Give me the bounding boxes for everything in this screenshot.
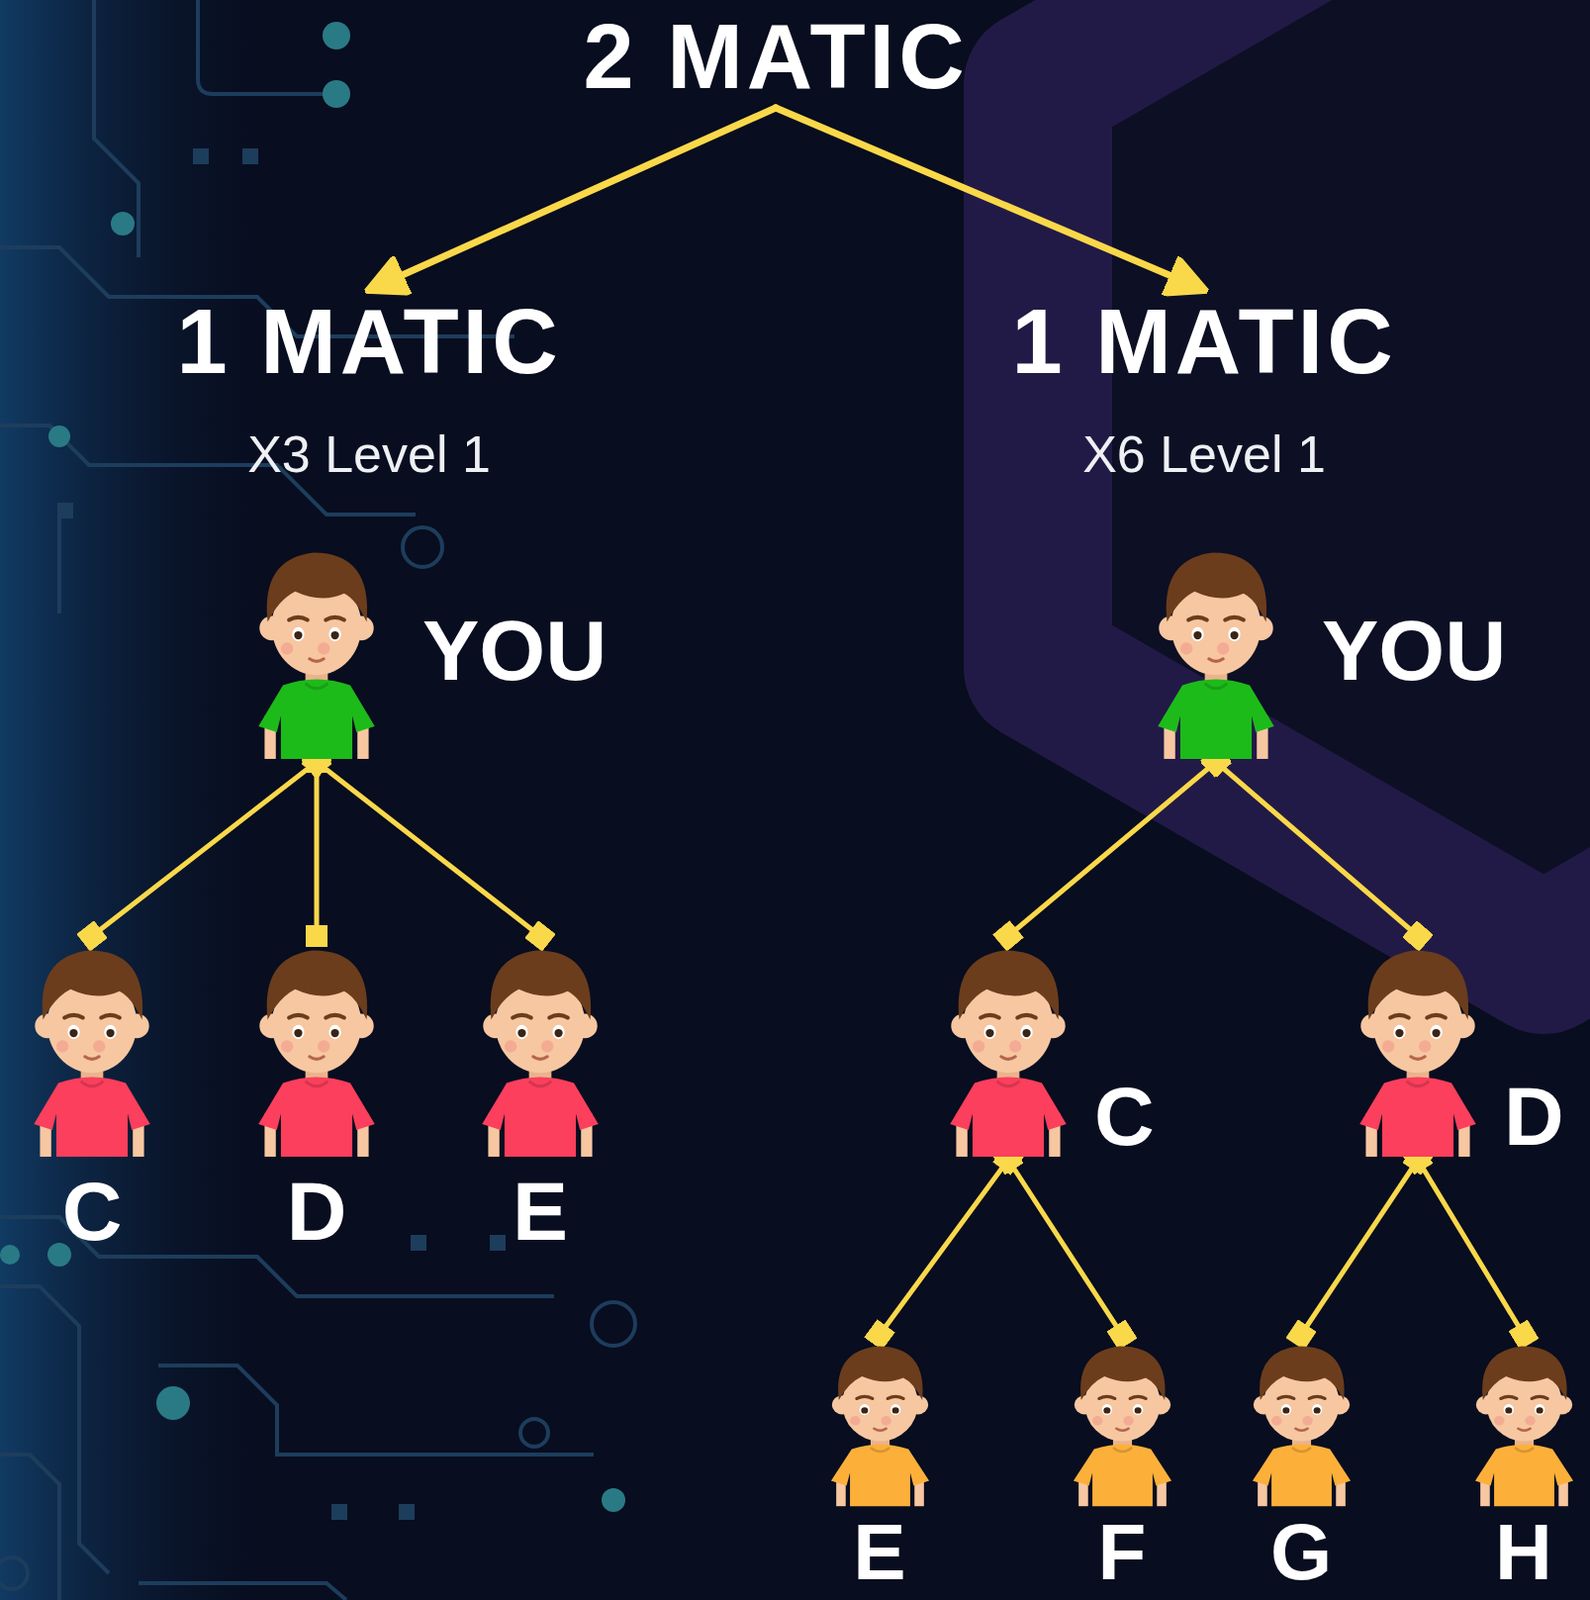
referral-link xyxy=(92,761,317,936)
left-glow xyxy=(0,0,297,1600)
level-caption: X3 Level 1 xyxy=(247,423,491,485)
referral-link xyxy=(1301,1159,1418,1335)
amount-heading: 1 MATIC X6 Level 1 xyxy=(1011,295,1397,485)
person-icon xyxy=(25,937,159,1158)
referral-link xyxy=(316,761,541,936)
member-node: D xyxy=(1351,937,1565,1158)
person-icon xyxy=(250,540,383,760)
member-label: D xyxy=(1503,1074,1565,1158)
member-node: YOU xyxy=(1149,540,1506,760)
member-node: E xyxy=(473,937,607,1253)
member-label: C xyxy=(62,1169,123,1253)
person-icon xyxy=(1351,937,1485,1158)
member-label: F xyxy=(1098,1512,1147,1592)
member-label: YOU xyxy=(422,607,607,693)
member-label: H xyxy=(1495,1512,1553,1592)
member-node: G xyxy=(1245,1336,1358,1592)
referral-link xyxy=(879,1159,1009,1335)
matic-amount: 2 MATIC xyxy=(582,10,968,102)
member-label: E xyxy=(852,1512,906,1592)
member-node: C xyxy=(25,937,159,1253)
amount-heading: 2 MATIC xyxy=(582,10,968,102)
hexagon-logo xyxy=(1037,0,1590,960)
person-icon xyxy=(941,937,1075,1158)
amount-heading: 1 MATIC X3 Level 1 xyxy=(176,295,562,485)
referral-link xyxy=(1215,761,1418,936)
level-caption: X6 Level 1 xyxy=(1082,423,1326,485)
member-label: YOU xyxy=(1321,607,1506,693)
member-node: YOU xyxy=(250,540,607,760)
circuit-lines xyxy=(0,0,594,1600)
person-icon xyxy=(1245,1336,1358,1507)
person-icon xyxy=(1066,1336,1179,1507)
referral-link xyxy=(1008,1159,1123,1335)
person-icon xyxy=(473,937,607,1158)
member-node: C xyxy=(941,937,1155,1158)
referral-link xyxy=(314,761,320,936)
split-arrow xyxy=(369,107,776,290)
person-icon xyxy=(1149,540,1283,760)
member-node: D xyxy=(250,937,383,1253)
matic-amount: 1 MATIC xyxy=(176,295,562,387)
member-label: C xyxy=(1094,1074,1155,1158)
member-label: G xyxy=(1270,1512,1332,1592)
circuit-dots xyxy=(0,21,626,1512)
member-label: E xyxy=(512,1169,568,1253)
member-label: D xyxy=(286,1169,348,1253)
circuit-rings xyxy=(0,527,636,1590)
matic-amount: 1 MATIC xyxy=(1011,295,1397,387)
person-icon xyxy=(250,937,383,1158)
member-node: H xyxy=(1468,1336,1581,1592)
person-icon xyxy=(824,1336,936,1507)
person-icon xyxy=(1468,1336,1581,1507)
member-node: F xyxy=(1066,1336,1179,1592)
referral-link xyxy=(1417,1159,1524,1335)
member-node: E xyxy=(824,1336,936,1592)
referral-link xyxy=(1008,761,1216,936)
split-arrow xyxy=(775,107,1205,290)
